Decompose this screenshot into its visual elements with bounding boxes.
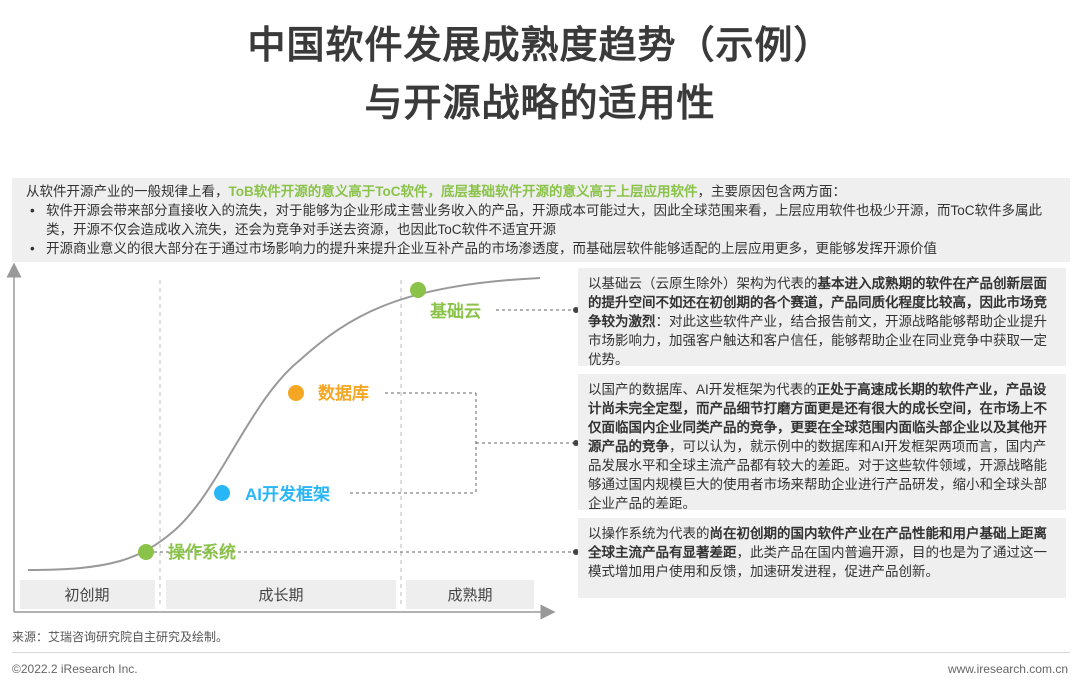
note-text: ，可以认为，就示例中的数据库和AI开发框架两项而言，国内产品发展水平和全球主流产… — [588, 439, 1047, 511]
note-database: 以国产的数据库、AI开发框架为代表的正处于高速成长期的软件产业，产品设计尚未完全… — [578, 374, 1066, 511]
intro-lead: 从软件开源产业的一般规律上看，ToB软件开源的意义高于ToC软件，底层基础软件开… — [26, 182, 1056, 201]
intro-box: 从软件开源产业的一般规律上看，ToB软件开源的意义高于ToC软件，底层基础软件开… — [12, 178, 1070, 262]
connector-end — [573, 440, 579, 446]
intro-bullet: • 开源商业意义的很大部分在于通过市场影响力的提升来提升企业互补产品的市场渗透度… — [26, 239, 1056, 258]
stage-box-startup — [20, 580, 155, 609]
note-os: 以操作系统为代表的尚在初创期的国内软件产业在产品性能和用户基础上距离全球主流产品… — [578, 518, 1066, 598]
note-text: 以国产的数据库、AI开发框架为代表的 — [588, 382, 817, 397]
bullet-dot: • — [30, 203, 35, 218]
stage-box-mature — [406, 580, 534, 609]
point-os-dot — [138, 544, 154, 560]
point-db-dot — [288, 385, 304, 401]
note-bold: 基本进入成熟期的软件在产品创新层面的提升空间不如还在初创期的各个赛道，产品同质化… — [588, 276, 1047, 329]
point-label-cloud: 基础云 — [429, 301, 481, 321]
note-bold: 尚在初创期的国内软件产业在产品性能和用户基础上距离全球主流产品有显著差距 — [588, 526, 1047, 560]
connector-end — [573, 549, 579, 555]
maturity-curve — [27, 277, 541, 571]
intro-bullet: • 软件开源会带来部分直接收入的流失，对于能够为企业形成主营业务收入的产品，开源… — [26, 201, 1056, 239]
note-bold: 正处于高速成长期的软件产业，产品设计尚未完全定型，而产品细节打磨方面更是还有很大… — [588, 382, 1047, 454]
footer-divider — [12, 652, 1070, 653]
stage-label-growth: 成长期 — [258, 587, 303, 604]
source-note: 来源：艾瑞咨询研究院自主研究及绘制。 — [12, 630, 229, 644]
note-text: ，此类产品在国内普遍开源，目的也是为了通过这一模式增加用户使用和反馈，加速研发进… — [588, 545, 1047, 579]
stage-box-growth — [166, 580, 396, 609]
point-ai-dot — [214, 485, 230, 501]
copyright: ©2022.2 iResearch Inc. — [12, 662, 138, 676]
page-title: 中国软件发展成熟度趋势（示例） — [247, 25, 833, 67]
point-label-db: 数据库 — [318, 383, 369, 403]
bullet-dot: • — [30, 241, 35, 256]
page-subtitle: 与开源战略的适用性 — [364, 83, 716, 125]
connector-end — [573, 307, 579, 313]
point-cloud-dot — [410, 282, 426, 298]
intro-highlight: ToB软件开源的意义高于ToC软件，底层基础软件开源的意义高于上层应用软件 — [228, 184, 698, 199]
note-cloud: 以基础云（云原生除外）架构为代表的基本进入成熟期的软件在产品创新层面的提升空间不… — [578, 268, 1066, 367]
intro-lead-text: 从软件开源产业的一般规律上看， — [26, 184, 229, 199]
website-link[interactable]: www.iresearch.com.cn — [947, 662, 1068, 676]
point-label-ai: AI开发框架 — [245, 484, 330, 504]
intro-lead-end: ，主要原因包含两方面： — [697, 184, 846, 199]
stage-label-mature: 成熟期 — [447, 587, 492, 604]
intro-bullet-text: 开源商业意义的很大部分在于通过市场影响力的提升来提升企业互补产品的市场渗透度，而… — [46, 241, 937, 256]
intro-bullet-text: 软件开源会带来部分直接收入的流失，对于能够为企业形成主营业务收入的产品，开源成本… — [46, 203, 1043, 237]
note-text: 以操作系统为代表的 — [588, 526, 710, 541]
maturity-curve-diagram: 初创期 成长期 成熟期 操作系统 AI开发框架 数据库 基础云 — [6, 262, 579, 620]
stage-label-startup: 初创期 — [64, 587, 109, 604]
note-text: 以基础云（云原生除外）架构为代表的 — [588, 276, 818, 291]
point-label-os: 操作系统 — [168, 542, 236, 562]
note-text: ：对此这些软件产业，结合报告前文，开源战略能够帮助企业提升市场影响力，加强客户触… — [588, 314, 1047, 367]
